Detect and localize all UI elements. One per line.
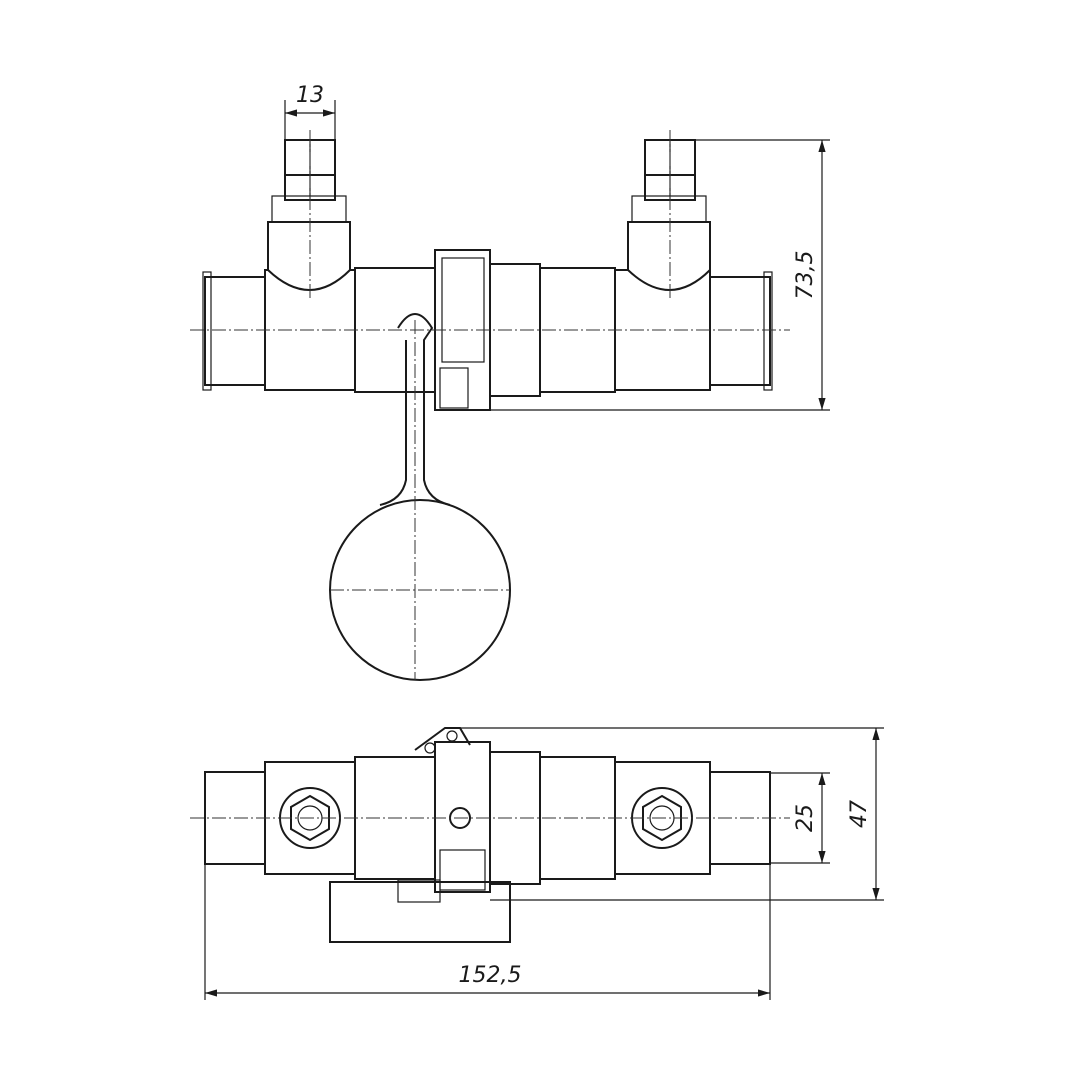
dimension-label: 152,5	[459, 963, 522, 988]
dimension-label: 13	[296, 83, 324, 108]
dimension-label: 47	[847, 800, 872, 828]
dimension-height-bottom: 47	[460, 727, 884, 901]
dimension-overall-length: 152,5	[204, 864, 771, 1000]
top-view	[190, 130, 790, 681]
dimension-label: 73,5	[793, 251, 818, 300]
dimension-label: 25	[793, 804, 818, 832]
dimension-height-top: 73,5	[480, 139, 830, 411]
dimension-pipe-diameter: 25	[770, 772, 830, 864]
bottom-view	[190, 727, 790, 943]
dimension-nut-width: 13	[284, 83, 336, 140]
